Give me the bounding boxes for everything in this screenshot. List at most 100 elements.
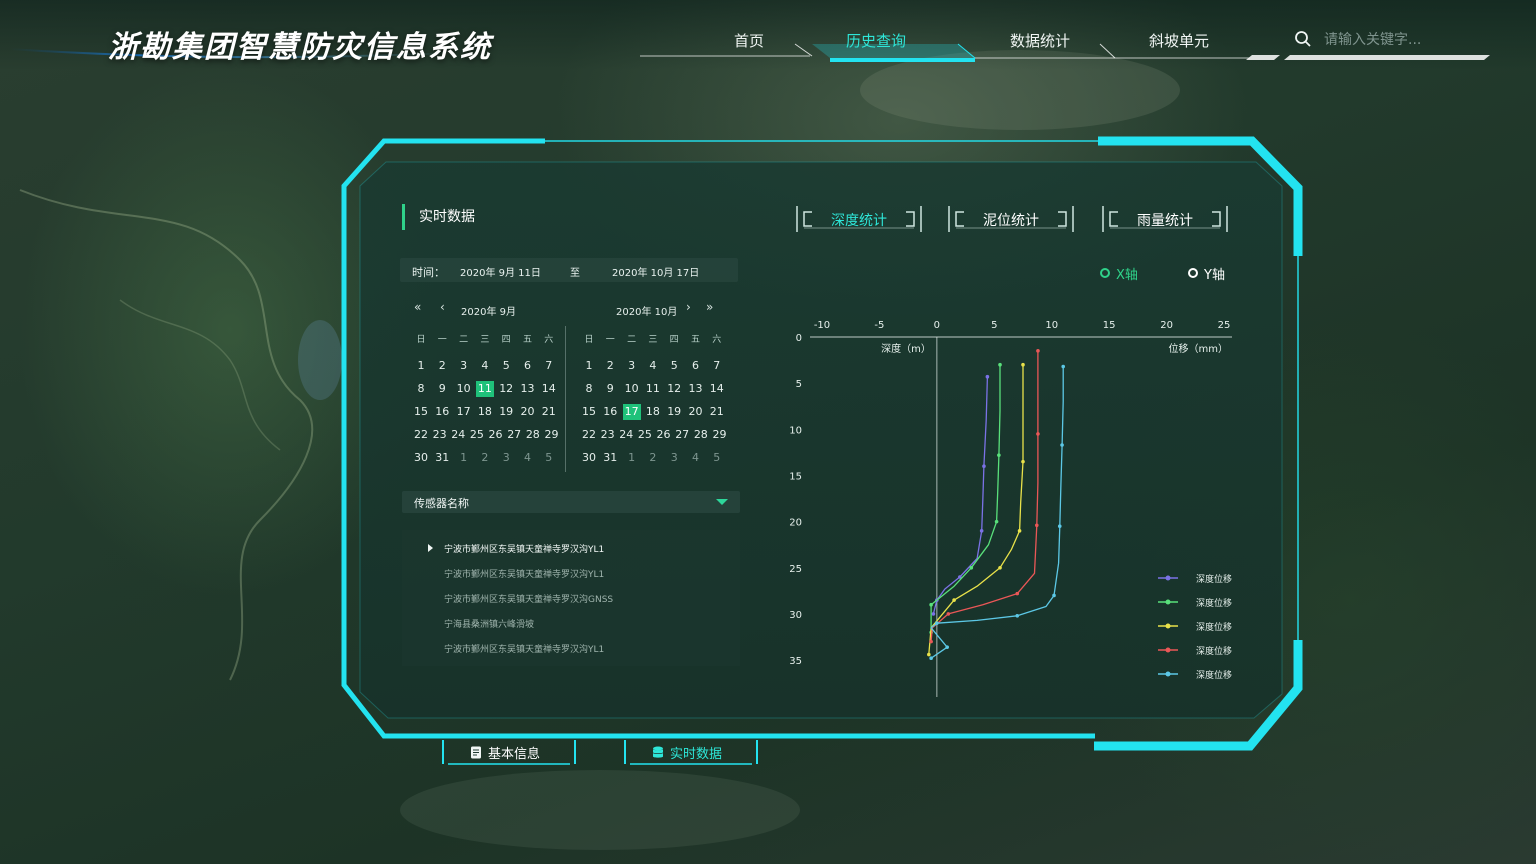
nav-home[interactable]: 首页 bbox=[734, 32, 765, 50]
calendar-day[interactable]: 11 bbox=[475, 381, 494, 397]
calendar-day[interactable]: 28 bbox=[693, 428, 708, 441]
calendar-day[interactable]: 22 bbox=[414, 428, 428, 441]
calendar-day[interactable]: 5 bbox=[670, 359, 678, 372]
calendar-day[interactable]: 27 bbox=[675, 428, 690, 441]
calendar-day[interactable]: 30 bbox=[414, 451, 428, 464]
sensor-item[interactable]: 宁海县桑洲镇六峰滑坡 bbox=[444, 620, 535, 630]
next-year-icon[interactable]: » bbox=[706, 300, 714, 314]
calendar-day[interactable]: 3 bbox=[460, 359, 468, 372]
calendar-day[interactable]: 4 bbox=[692, 451, 699, 464]
tab-realtime-data[interactable]: 实时数据 bbox=[624, 740, 758, 766]
calendar-day[interactable]: 14 bbox=[709, 382, 724, 395]
calendar-day[interactable]: 22 bbox=[582, 428, 596, 441]
start-date[interactable]: 2020年 9月 11日 bbox=[460, 268, 541, 279]
calendar-day[interactable]: 23 bbox=[432, 428, 447, 441]
calendar-day[interactable]: 4 bbox=[649, 359, 657, 372]
calendar-day[interactable]: 4 bbox=[524, 451, 531, 464]
calendar-day[interactable]: 12 bbox=[667, 382, 682, 395]
calendar-day[interactable]: 16 bbox=[435, 405, 450, 418]
calendar-day[interactable]: 1 bbox=[417, 359, 425, 372]
end-date[interactable]: 2020年 10月 17日 bbox=[612, 268, 700, 279]
calendar-day[interactable]: 15 bbox=[582, 405, 596, 418]
calendar-day[interactable]: 11 bbox=[645, 382, 660, 395]
tab-basic-info[interactable]: 基本信息 bbox=[442, 740, 576, 766]
calendar-day[interactable]: 29 bbox=[712, 428, 727, 441]
nav-slope-unit[interactable]: 斜坡单元 bbox=[1149, 32, 1210, 50]
calendar-day[interactable]: 7 bbox=[713, 359, 721, 372]
calendar-day[interactable]: 5 bbox=[713, 451, 721, 464]
prev-month-icon[interactable]: ‹ bbox=[440, 300, 445, 314]
calendar-day[interactable]: 20 bbox=[520, 405, 535, 418]
calendar-day[interactable]: 26 bbox=[656, 428, 671, 441]
calendar-day[interactable]: 16 bbox=[603, 405, 618, 418]
calendar-day[interactable]: 10 bbox=[456, 382, 471, 395]
calendar-day[interactable]: 13 bbox=[688, 382, 703, 395]
calendar-day[interactable]: 5 bbox=[502, 359, 510, 372]
calendar-day[interactable]: 9 bbox=[606, 382, 614, 395]
tab-rainfall-statistics[interactable]: 雨量统计 bbox=[1102, 206, 1228, 232]
calendar-day[interactable]: 29 bbox=[544, 428, 559, 441]
calendar-day[interactable]: 3 bbox=[670, 451, 678, 464]
nav-data-statistics[interactable]: 数据统计 bbox=[1010, 32, 1071, 50]
calendar-day[interactable]: 28 bbox=[525, 428, 540, 441]
calendar-day[interactable]: 19 bbox=[499, 405, 514, 418]
sensor-item[interactable]: 宁波市鄞州区东吴镇天童禅寺罗汉沟YL1 bbox=[444, 545, 605, 555]
calendar-day[interactable]: 4 bbox=[481, 359, 489, 372]
calendar-day[interactable]: 31 bbox=[435, 451, 450, 464]
series-line bbox=[930, 350, 1039, 642]
tab-depth-statistics[interactable]: 深度统计 bbox=[796, 206, 922, 232]
sensor-item[interactable]: 宁波市鄞州区东吴镇天童禅寺罗汉沟GNSS bbox=[444, 595, 614, 605]
nav-history-query[interactable]: 历史查询 bbox=[846, 32, 907, 50]
calendar-day[interactable]: 7 bbox=[545, 359, 553, 372]
tab-mud-level-statistics[interactable]: 泥位统计 bbox=[948, 206, 1074, 232]
calendar-day[interactable]: 31 bbox=[603, 451, 618, 464]
calendar-day[interactable]: 24 bbox=[451, 428, 466, 441]
sensor-item[interactable]: 宁波市鄞州区东吴镇天童禅寺罗汉沟YL1 bbox=[444, 645, 605, 655]
calendar-day[interactable]: 8 bbox=[417, 382, 425, 395]
calendar-day[interactable]: 14 bbox=[541, 382, 556, 395]
data-point bbox=[935, 621, 939, 625]
chevron-down-icon[interactable] bbox=[716, 499, 728, 505]
calendar-day[interactable]: 2 bbox=[481, 451, 489, 464]
calendar-day[interactable]: 3 bbox=[502, 451, 510, 464]
calendar-day[interactable]: 13 bbox=[520, 382, 535, 395]
prev-year-icon[interactable]: « bbox=[414, 300, 422, 314]
calendar-day[interactable]: 20 bbox=[688, 405, 703, 418]
calendar-day[interactable]: 2 bbox=[438, 359, 446, 372]
calendar-day[interactable]: 6 bbox=[692, 359, 699, 372]
sensor-item[interactable]: 宁波市鄞州区东吴镇天童禅寺罗汉沟YL1 bbox=[444, 570, 605, 580]
calendar-day[interactable]: 26 bbox=[488, 428, 503, 441]
legend-marker bbox=[1165, 575, 1171, 581]
calendar-day[interactable]: 1 bbox=[460, 451, 468, 464]
calendar-day[interactable]: 3 bbox=[628, 359, 636, 372]
calendar-day[interactable]: 6 bbox=[524, 359, 531, 372]
search-input[interactable] bbox=[1322, 27, 1476, 53]
time-range-bar[interactable]: 时间： 2020年 9月 11日 至 2020年 10月 17日 bbox=[400, 258, 738, 282]
calendar-day[interactable]: 1 bbox=[628, 451, 636, 464]
calendar-day[interactable]: 2 bbox=[606, 359, 614, 372]
calendar-day[interactable]: 17 bbox=[456, 405, 471, 418]
calendar-day[interactable]: 30 bbox=[582, 451, 596, 464]
calendar-day[interactable]: 27 bbox=[507, 428, 522, 441]
calendar-day[interactable]: 21 bbox=[541, 405, 556, 418]
calendar-day[interactable]: 25 bbox=[469, 428, 484, 441]
calendar-day[interactable]: 1 bbox=[585, 359, 593, 372]
calendar-day[interactable]: 19 bbox=[667, 405, 682, 418]
calendar-day[interactable]: 5 bbox=[545, 451, 553, 464]
calendar-day[interactable]: 21 bbox=[709, 405, 724, 418]
calendar-day[interactable]: 15 bbox=[414, 405, 428, 418]
next-month-icon[interactable]: › bbox=[686, 300, 691, 314]
calendar-day[interactable]: 24 bbox=[619, 428, 634, 441]
calendar-day[interactable]: 18 bbox=[645, 405, 660, 418]
calendar-day[interactable]: 10 bbox=[624, 382, 639, 395]
calendar-day[interactable]: 9 bbox=[438, 382, 446, 395]
calendar-day[interactable]: 8 bbox=[585, 382, 593, 395]
calendar-day[interactable]: 23 bbox=[600, 428, 615, 441]
calendar-day[interactable]: 12 bbox=[499, 382, 514, 395]
calendar-day[interactable]: 2 bbox=[649, 451, 657, 464]
search-icon[interactable] bbox=[1294, 30, 1312, 48]
calendar-day[interactable]: 25 bbox=[637, 428, 652, 441]
sensor-select[interactable]: 传感器名称 bbox=[402, 491, 740, 513]
calendar-day[interactable]: 18 bbox=[477, 405, 492, 418]
calendar-day[interactable]: 17 bbox=[622, 404, 641, 420]
